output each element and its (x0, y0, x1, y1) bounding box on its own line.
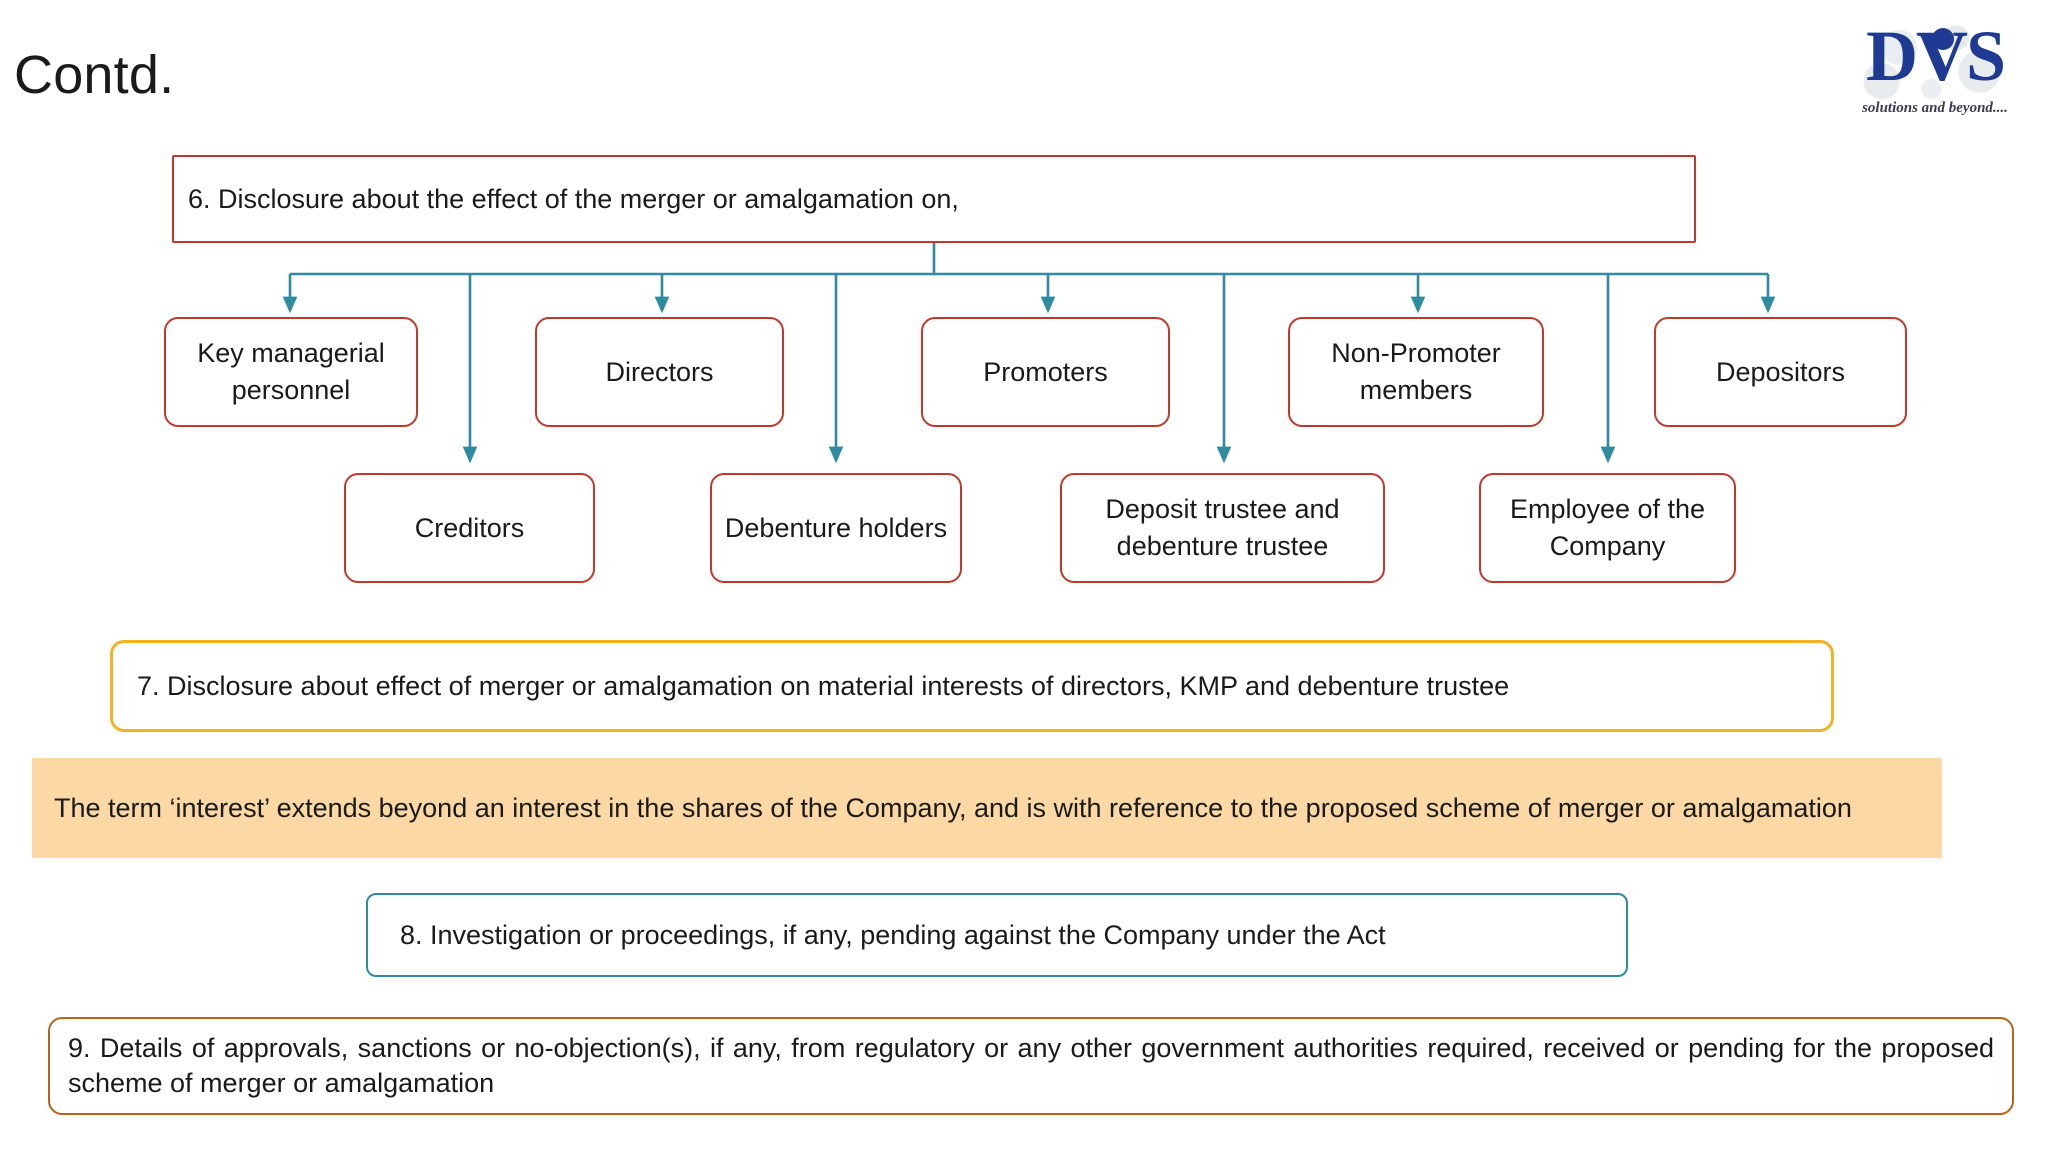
logo-wordmark: DVS (1865, 16, 2006, 96)
statement-text-item9: 9. Details of approvals, sanctions or no… (68, 1033, 1994, 1098)
node-label: Directors (605, 356, 714, 387)
node-employee-of-the-company[interactable]: Employee of the Company (1479, 473, 1736, 583)
node-label: Employee of the Company (1509, 494, 1706, 561)
node-label: Key managerial personnel (197, 338, 385, 405)
node-label: Depositors (1715, 356, 1846, 387)
node-label: Non-Promoter members (1331, 338, 1501, 405)
node-deposit-and-debenture-trustee[interactable]: Deposit trustee and debenture trustee (1060, 473, 1385, 583)
statement-box-item8: 8. Investigation or proceedings, if any,… (366, 893, 1628, 977)
node-debenture-holders[interactable]: Debenture holders (710, 473, 962, 583)
statement-text-item8: 8. Investigation or proceedings, if any,… (400, 919, 1386, 950)
node-directors[interactable]: Directors (535, 317, 784, 427)
statement-box-item9: 9. Details of approvals, sanctions or no… (48, 1017, 2014, 1115)
page-title: Contd. (14, 45, 175, 105)
note-box-interest-definition: The term ‘interest’ extends beyond an in… (32, 758, 1942, 858)
statement-box-item7: 7. Disclosure about effect of merger or … (110, 640, 1834, 732)
node-label: Debenture holders (724, 512, 948, 543)
node-promoters[interactable]: Promoters (921, 317, 1170, 427)
node-non-promoter-members[interactable]: Non-Promoter members (1288, 317, 1544, 427)
node-creditors[interactable]: Creditors (344, 473, 595, 583)
node-key-managerial-personnel[interactable]: Key managerial personnel (164, 317, 418, 427)
dvs-logo: DVS solutions and beyond.... (1828, 12, 2042, 130)
node-depositors[interactable]: Depositors (1654, 317, 1907, 427)
node-label: Promoters (983, 356, 1108, 387)
statement-box-item6: 6. Disclosure about the effect of the me… (172, 155, 1696, 243)
node-label: Deposit trustee and debenture trustee (1105, 494, 1340, 561)
note-text: The term ‘interest’ extends beyond an in… (54, 792, 1852, 823)
logo-dot-icon (1932, 28, 1954, 50)
statement-text-item6: 6. Disclosure about the effect of the me… (188, 183, 959, 214)
statement-text-item7: 7. Disclosure about effect of merger or … (137, 670, 1510, 701)
logo-tagline: solutions and beyond.... (1862, 100, 2008, 116)
node-label: Creditors (414, 512, 525, 543)
